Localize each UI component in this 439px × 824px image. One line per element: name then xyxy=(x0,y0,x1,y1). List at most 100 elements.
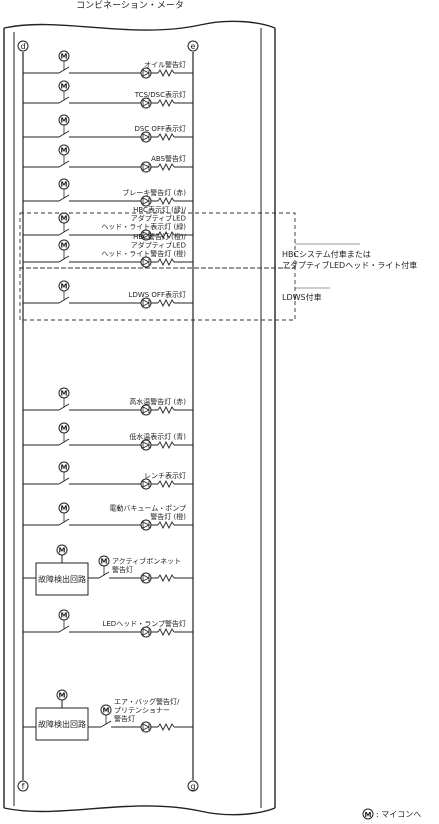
circuit-label: ヘッド・ライト警告灯 (橙) xyxy=(101,249,186,258)
fault-detection-circuit-2: 故障検出回路 xyxy=(35,707,89,741)
circuit-label: 警告灯 (橙) xyxy=(150,512,186,521)
microcomputer-label: M xyxy=(61,283,68,291)
lamp-diode xyxy=(142,441,150,449)
microcomputer-label: M xyxy=(61,215,68,223)
circuit-label: DSC OFF表示灯 xyxy=(134,124,186,133)
circuit-label: 電動バキューム・ポンプ xyxy=(109,504,186,513)
microcomputer-label: M xyxy=(61,117,68,125)
option-box-hbc xyxy=(19,212,296,269)
circuit-label: エア・バッグ警告灯/ xyxy=(114,697,180,706)
resistor-icon xyxy=(157,257,175,267)
fault-detection-circuit-1: 故障検出回路 xyxy=(35,562,89,596)
resistor-icon xyxy=(157,162,175,172)
lamp-diode xyxy=(142,69,150,77)
svg-text:f: f xyxy=(22,782,25,791)
svg-text:g: g xyxy=(190,782,195,791)
microcomputer-label: M xyxy=(101,558,108,566)
circuit-row: M レンチ表示灯 xyxy=(23,461,193,490)
option-note-ldws: LDWS付車 xyxy=(282,292,322,302)
resistor-icon xyxy=(157,98,175,108)
microcomputer-icon xyxy=(58,280,70,292)
microcomputer-icon xyxy=(58,114,70,126)
resistor-icon xyxy=(157,520,175,530)
microcomputer-label: M xyxy=(61,53,68,61)
lamp-diode xyxy=(142,574,150,582)
option-note-hbc-line-2: アダプティブLEDヘッド・ライト付車 xyxy=(282,260,417,270)
option-box-ldws xyxy=(19,267,296,321)
microcomputer-label: M xyxy=(61,505,68,513)
microcomputer-label: M xyxy=(103,707,110,715)
svg-text:e: e xyxy=(191,42,196,51)
lamp-diode xyxy=(142,99,150,107)
circuit-label: 低水温表示灯 (青) xyxy=(129,432,186,441)
legend: M : マイコンへ xyxy=(362,808,421,820)
resistor-icon xyxy=(157,627,175,637)
circuit-label: プリテンショナー xyxy=(114,707,170,715)
terminal-e: e xyxy=(187,40,199,52)
resistor-icon xyxy=(157,573,175,583)
lamp-diode xyxy=(142,723,150,731)
lamp-diode xyxy=(142,628,150,636)
microcomputer-icon xyxy=(56,544,68,556)
microcomputer-icon xyxy=(58,212,70,224)
terminal-g: g xyxy=(187,780,199,792)
lamp-diode xyxy=(142,406,150,414)
lamp-diode xyxy=(142,258,150,266)
svg-text:d: d xyxy=(20,42,25,51)
circuit-row: M DSC OFF表示灯 xyxy=(23,114,193,143)
resistor-icon xyxy=(157,722,175,732)
circuit-label: ブレーキ警告灯 (赤) xyxy=(122,188,186,197)
lamp-diode xyxy=(142,163,150,171)
meter-housing xyxy=(3,20,276,816)
circuit-label: アクティブボンネット xyxy=(112,557,181,566)
microcomputer-label: M xyxy=(59,547,66,555)
circuit-row: M ブレーキ警告灯 (赤) xyxy=(23,178,193,207)
circuit-row: M TCS/DSC表示灯 xyxy=(23,80,193,109)
resistor-icon xyxy=(157,479,175,489)
svg-text:故障検出回路: 故障検出回路 xyxy=(38,719,86,729)
microcomputer-icon xyxy=(58,239,70,251)
resistor-icon xyxy=(157,405,175,415)
circuit-label: TCS/DSC表示灯 xyxy=(134,90,186,99)
microcomputer-label: M xyxy=(61,83,68,91)
lamp-diode xyxy=(142,480,150,488)
microcomputer-label: M xyxy=(61,612,68,620)
microcomputer-icon xyxy=(58,609,70,621)
microcomputer-label: M xyxy=(61,464,68,472)
microcomputer-label: M xyxy=(61,390,68,398)
microcomputer-label: M xyxy=(59,692,66,700)
circuit-label: 警告灯 xyxy=(114,714,135,723)
lamp-diode xyxy=(142,231,150,239)
microcomputer-label: M xyxy=(61,147,68,155)
option-note-hbc-line-1: HBCシステム付車または xyxy=(282,249,371,259)
svg-text:: マイコンへ: : マイコンへ xyxy=(376,810,421,819)
svg-text:M: M xyxy=(365,811,372,819)
microcomputer-icon xyxy=(58,387,70,399)
microcomputer-icon xyxy=(58,461,70,473)
microcomputer-label: M xyxy=(61,181,68,189)
resistor-icon xyxy=(157,68,175,78)
circuit-label: アダプティブLED xyxy=(131,241,186,250)
lamp-diode xyxy=(142,133,150,141)
circuit-label: HBC表示灯 (緑)/ xyxy=(133,205,187,214)
microcomputer-icon xyxy=(58,50,70,62)
terminal-d: d xyxy=(17,40,29,52)
microcomputer-icon xyxy=(58,502,70,514)
circuit-label: オイル警告灯 xyxy=(144,60,186,69)
resistor-icon xyxy=(157,230,175,240)
microcomputer-icon xyxy=(98,555,110,567)
resistor-icon xyxy=(157,298,175,308)
circuit-label: レンチ表示灯 xyxy=(144,471,186,480)
microcomputer-icon xyxy=(58,144,70,156)
